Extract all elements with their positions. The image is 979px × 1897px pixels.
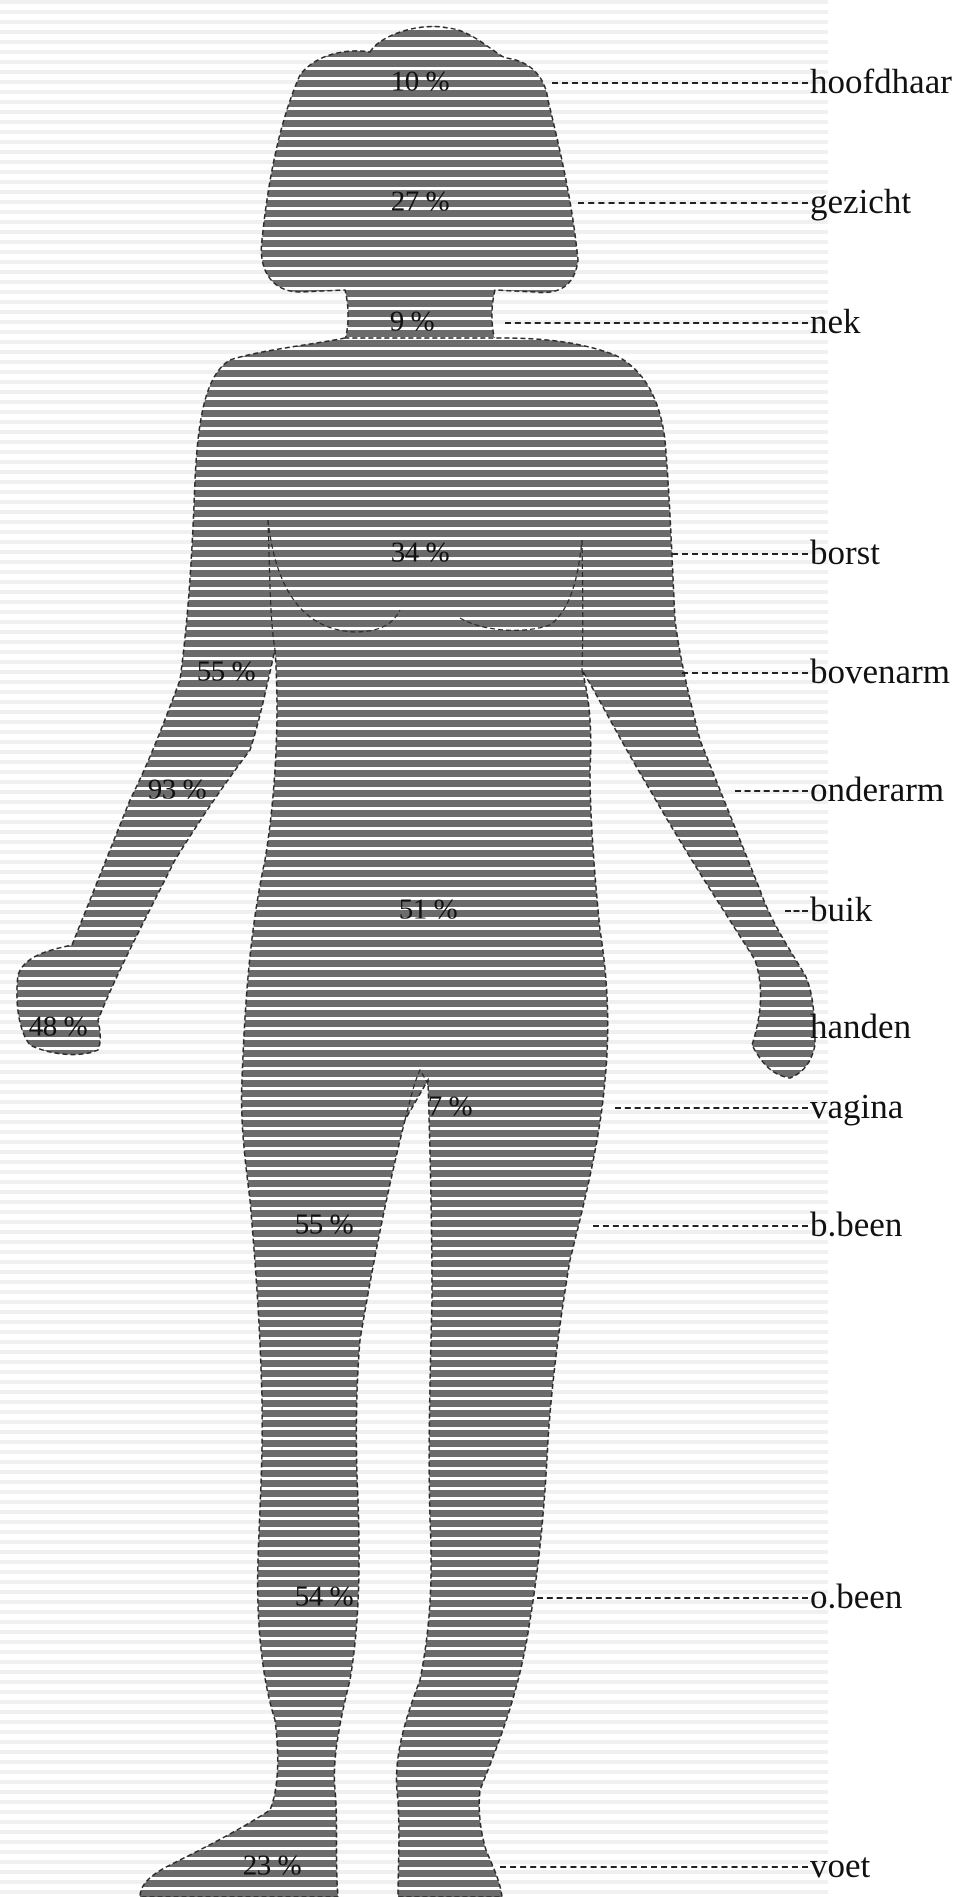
label-borst: borst (810, 533, 880, 573)
label-bovenarm: bovenarm (810, 652, 950, 692)
leader-line-hoofdhaar (552, 82, 808, 84)
label-b-been: b.been (810, 1205, 902, 1245)
percent-vagina: 7 % (428, 1091, 472, 1124)
leader-line-buik (785, 910, 808, 912)
label-nek: nek (810, 302, 861, 342)
leader-line-bovenarm (682, 672, 808, 674)
label-hoofdhaar: hoofdhaar (810, 62, 952, 102)
leader-line-gezicht (578, 202, 808, 204)
percent-gezicht: 27 % (391, 186, 449, 219)
leader-line-borst (672, 553, 808, 555)
leader-line-o-been (537, 1597, 808, 1599)
percent-b-been: 55 % (295, 1209, 353, 1242)
label-buik: buik (810, 890, 872, 930)
leader-line-vagina (615, 1107, 808, 1109)
label-handen: handen (810, 1007, 911, 1047)
leader-line-nek (505, 322, 808, 324)
leader-line-b-been (593, 1225, 808, 1227)
label-o-been: o.been (810, 1577, 902, 1617)
percent-bovenarm: 55 % (197, 656, 255, 689)
label-vagina: vagina (810, 1087, 903, 1127)
percent-hoofdhaar: 10 % (391, 66, 449, 99)
label-onderarm: onderarm (810, 770, 944, 810)
label-gezicht: gezicht (810, 182, 911, 222)
percent-borst: 34 % (391, 537, 449, 570)
percent-handen: 48 % (29, 1011, 87, 1044)
percent-o-been: 54 % (295, 1581, 353, 1614)
leader-line-voet (500, 1866, 808, 1868)
percent-onderarm: 93 % (148, 774, 206, 807)
percent-nek: 9 % (390, 306, 434, 339)
leader-line-onderarm (735, 790, 808, 792)
percent-voet: 23 % (243, 1850, 301, 1883)
label-voet: voet (810, 1846, 870, 1886)
percent-buik: 51 % (399, 894, 457, 927)
